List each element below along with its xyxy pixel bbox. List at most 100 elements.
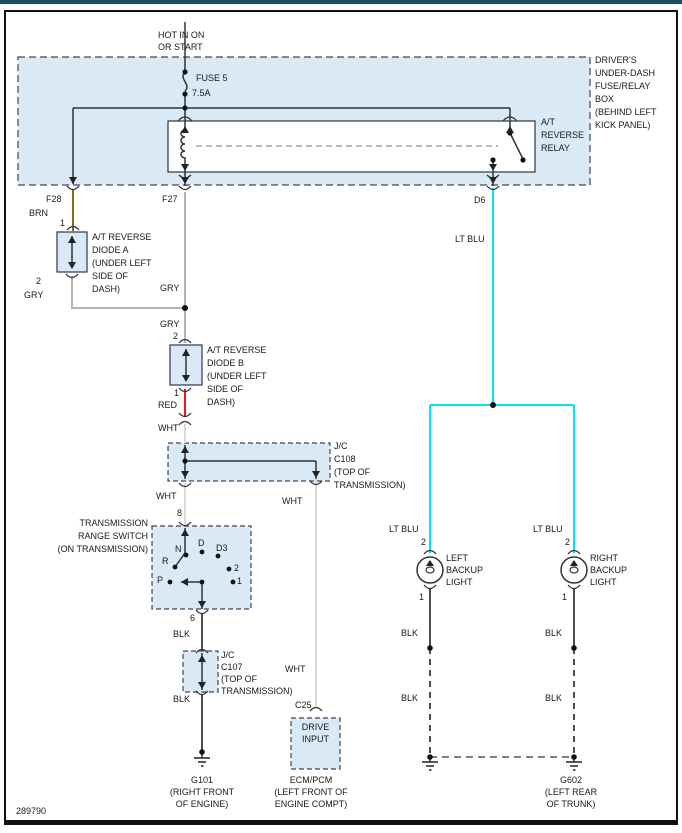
diode-b-pin-bottom: 1 [174, 388, 180, 398]
range-switch-note-line3: (ON TRANSMISSION) [57, 544, 148, 554]
diode-b-note-line1: A/T REVERSE [207, 345, 267, 355]
wht-wires [184, 424, 317, 707]
hot-feed-label-line2: OR START [158, 42, 203, 52]
range-pos-r: R [162, 556, 169, 566]
right-light-label-line3: LIGHT [590, 577, 617, 587]
left-light-label-line3: LIGHT [446, 577, 473, 587]
ecm-note-line2: (LEFT FRONT OF [274, 787, 348, 797]
range-switch-box [151, 525, 252, 610]
diode-b-note-line3: (UNDER LEFT [207, 371, 267, 381]
ecm-connector-c25: C25 [295, 700, 312, 710]
g602-label-line3: OF TRUNK) [546, 799, 596, 809]
wire-color-blk-r2: BLK [545, 693, 563, 703]
top-bar [0, 0, 682, 4]
fusebox-note-line5: (BEHIND LEFT [595, 107, 657, 117]
terminal-d6: D6 [474, 195, 486, 205]
diode-a-note-line2: DIODE A [92, 245, 129, 255]
diagram-border-frame [4, 10, 678, 825]
arrowheads [68, 0, 578, 689]
range-switch-pin-in: 8 [177, 508, 183, 518]
range-switch-note-line2: RANGE SWITCH [77, 531, 148, 541]
range-pos-d3: D3 [216, 543, 228, 553]
wire-color-wht-4: WHT [285, 664, 306, 674]
range-pos-d: D [198, 538, 205, 548]
wire-color-gry-f27: GRY [160, 283, 180, 293]
jc108-note-line1: J/C [334, 441, 348, 451]
wire-color-wht-1: WHT [158, 423, 179, 433]
right-light-pin-bottom: 1 [562, 592, 568, 602]
ecm-note-line3: ENGINE COMPT) [274, 799, 348, 809]
fusebox-note-line4: BOX [595, 94, 615, 104]
jc-c108-box [167, 442, 331, 482]
jc107-note-line3: (TOP OF [221, 674, 258, 684]
terminal-f28: F28 [46, 194, 62, 204]
range-switch-pin-out: 6 [190, 613, 196, 623]
wire-color-blk-l1: BLK [401, 628, 419, 638]
g602-label-line1: G602 [559, 775, 583, 785]
ecm-pcm-box [290, 717, 341, 770]
wire-color-ltblu-d6: LT BLU [455, 234, 485, 244]
fusebox-note-line3: FUSE/RELAY [595, 81, 651, 91]
jc108-note-line3: (TOP OF [334, 467, 371, 477]
left-light-pin-bottom: 1 [419, 592, 425, 602]
fusebox-note-line2: UNDER-DASH [595, 68, 656, 78]
diode-a-pin-top: 1 [60, 218, 66, 228]
fuse-rating: 7.5A [192, 88, 211, 98]
left-light-pin-top: 2 [421, 537, 427, 547]
relay-label-line1: A/T [541, 117, 556, 127]
wire-color-wht-3: WHT [282, 496, 303, 506]
diode-b-note-line4: SIDE OF [207, 384, 244, 394]
ground-symbols [194, 757, 582, 771]
wire-color-red: RED [158, 400, 178, 410]
left-light-label-line1: LEFT [446, 553, 469, 563]
diode-b-note-line5: DASH) [207, 397, 236, 407]
ltblu-wires [429, 188, 575, 553]
g101-label-line1: G101 [190, 775, 214, 785]
jc108-note-line2: C108 [334, 454, 356, 464]
range-pos-p: P [157, 575, 164, 585]
blk-wires [201, 589, 575, 755]
fusebox-note-line1: DRIVER'S [595, 55, 637, 65]
diode-a-note-line5: DASH) [92, 284, 121, 294]
ecm-input-line1: DRIVE [301, 722, 330, 732]
junction-dots [167, 69, 577, 760]
ecm-note-line1: ECM/PCM [289, 775, 333, 785]
range-pos-2: 2 [234, 563, 240, 573]
relay-label-line2: REVERSE [541, 130, 585, 140]
wire-color-brn: BRN [29, 208, 49, 218]
g101-label-line2: (RIGHT FRONT [169, 787, 235, 797]
diode-a-note-line1: A/T REVERSE [92, 232, 152, 242]
wire-color-blk-1: BLK [173, 629, 191, 639]
fusebox-note-line6: KICK PANEL) [595, 120, 651, 130]
document-number: 289790 [16, 806, 47, 816]
right-light-label-line2: BACKUP [590, 565, 628, 575]
wire-color-wht-2: WHT [156, 491, 177, 501]
terminal-f27: F27 [162, 194, 178, 204]
diode-b-pin-top: 2 [173, 331, 179, 341]
range-pos-n: N [175, 544, 182, 554]
connector-symbols [65, 116, 581, 712]
g602-label-line2: (LEFT REAR [544, 787, 598, 797]
wire-color-blk-l2: BLK [401, 693, 419, 703]
relay-label-line3: RELAY [541, 143, 570, 153]
right-light-label-line1: RIGHT [590, 553, 618, 563]
backup-light-bulbs [416, 556, 588, 584]
diode-a-pin-bottom: 2 [36, 276, 42, 286]
jc108-note-line4: TRANSMISSION) [334, 480, 406, 490]
gry-wires [71, 192, 186, 343]
ecm-input-line2: INPUT [302, 734, 329, 744]
diode-b-note-line2: DIODE B [207, 358, 245, 368]
jc107-note-line4: TRANSMISSION) [221, 686, 293, 696]
left-light-label-line2: BACKUP [446, 565, 484, 575]
wire-color-ltblu-right: LT BLU [533, 524, 563, 534]
jc107-note-line1: J/C [221, 650, 235, 660]
wire-color-gry-b: GRY [160, 319, 180, 329]
fuse-name: FUSE 5 [196, 73, 228, 83]
wire-color-gry-a: GRY [24, 290, 44, 300]
range-pos-1: 1 [237, 576, 243, 586]
wire-color-blk-r1: BLK [545, 628, 563, 638]
g101-label-line3: OF ENGINE) [175, 799, 229, 809]
diode-a-note-line3: (UNDER LEFT [92, 258, 152, 268]
